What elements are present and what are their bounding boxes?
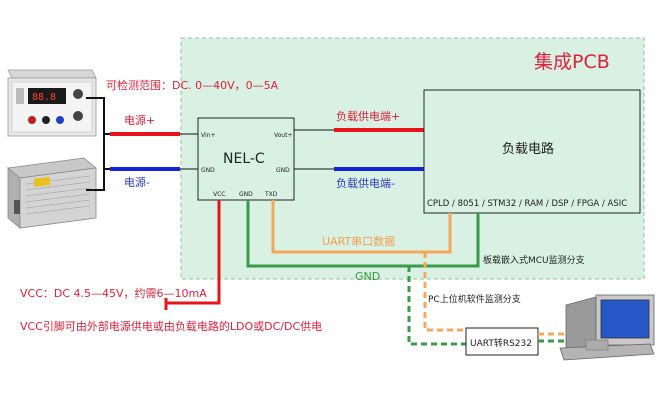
load-supply-positive-label: 负载供电端+ [336, 109, 400, 123]
vcc-wire [166, 200, 221, 305]
switching-power-supply-icon [7, 157, 97, 229]
chip-pin-vin: Vin+ [201, 132, 215, 139]
power-positive-label: 电源+ [124, 113, 155, 127]
uart-serial-label: UART串口数据 [322, 234, 395, 248]
load-supply-negative-label: 负载供电端- [336, 176, 395, 190]
chip-pin-vout: Vout+ [274, 132, 293, 139]
pcb-title: 集成PCB [534, 51, 610, 73]
uart-rs232-converter [465, 327, 539, 356]
load-circuit-box [423, 89, 641, 214]
pc-uart-dashed-wire [423, 252, 466, 332]
uart-serial-wire [271, 200, 452, 254]
load-circuit-title: 负载电路 [502, 141, 554, 157]
vcc-spec-label: VCC：DC 4.5—45V，约需6—10mA [20, 287, 207, 300]
power-negative-label: 电源- [124, 175, 150, 189]
supply-bracket-wire [86, 97, 105, 191]
pc-gnd-dashed-wire [407, 266, 466, 346]
detect-range-label: 可检测范围：DC. 0—40V，0—5A [106, 78, 279, 92]
chip-pin-vcc: VCC [213, 191, 225, 198]
bench-power-supply-icon: 88.8 [7, 69, 97, 137]
chip-pin-gnd-right: GND [276, 167, 290, 174]
chip-pin-txd: TXD [264, 191, 278, 198]
nel-c-chip [197, 117, 295, 201]
chip-pin-gnd-left: GND [201, 167, 215, 174]
pc-branch-label: PC上位机软件监测分支 [428, 293, 521, 305]
embedded-branch-label: 板载嵌入式MCU监测分支 [483, 254, 585, 266]
vcc-note-label: VCC引脚可由外部电源供电或由负载电路的LDO或DC/DC供电 [20, 319, 322, 333]
chip-name: NEL-C [223, 151, 265, 167]
gnd-wire [246, 200, 480, 268]
desktop-computer-icon [559, 294, 655, 361]
gnd-label: GND [355, 270, 380, 283]
chip-pin-gnd-bottom: GND [239, 191, 253, 198]
load-circuit-subtitle: CPLD / 8051 / STM32 / RAM / DSP / FPGA /… [427, 199, 627, 209]
svg-text:88.8: 88.8 [32, 92, 56, 103]
converter-label: UART转RS232 [470, 337, 532, 349]
